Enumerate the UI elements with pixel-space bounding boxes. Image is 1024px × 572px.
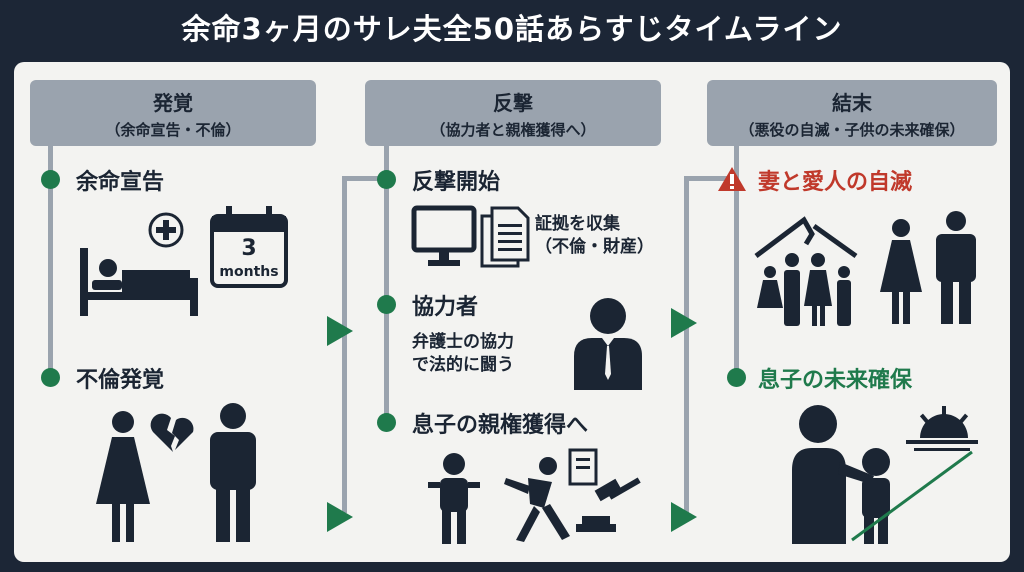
calendar-unit: months — [219, 264, 279, 280]
note-lawyer: 弁護士の協力 で法的に闘う — [412, 332, 514, 375]
section-subtitle: （悪役の自滅・子供の未来確保） — [739, 121, 965, 139]
hospital-bed-icon — [80, 248, 198, 316]
man-icon — [210, 403, 256, 542]
timeline-line — [48, 146, 53, 376]
warning-icon — [718, 167, 746, 191]
section-header-ending: 結末 （悪役の自滅・子供の未来確保） — [707, 80, 997, 146]
lawyer-icon — [574, 298, 642, 390]
father-son-sunrise-icon — [792, 405, 978, 544]
section-header-counterattack: 反撃 （協力者と親権獲得へ） — [365, 80, 661, 146]
timeline-dot — [727, 368, 746, 387]
section-title: 結末 — [832, 91, 872, 115]
calendar-icon — [210, 206, 288, 288]
event-affair-discovered: 不倫発覚 — [76, 368, 165, 393]
broken-heart-icon — [150, 413, 194, 452]
event-custody: 息子の親権獲得へ — [412, 413, 589, 438]
flow-arrow — [671, 502, 697, 532]
medical-cross-icon — [148, 212, 184, 248]
timeline-dot — [377, 295, 396, 314]
flow-arrow — [671, 308, 697, 338]
timeline-line — [734, 146, 739, 378]
event-ally: 協力者 — [412, 295, 479, 320]
struggle-figure-icon — [504, 457, 570, 542]
computer-icon — [411, 205, 477, 266]
timeline-dot — [41, 170, 60, 189]
note-evidence: 証拠を収集 （不倫・財産） — [535, 214, 654, 257]
section-title: 発覚 — [153, 91, 193, 115]
section-subtitle: （余命宣告・不倫） — [105, 121, 241, 139]
timeline-line — [384, 146, 389, 426]
section-subtitle: （協力者と親権獲得へ） — [430, 121, 596, 139]
timeline-connector — [684, 176, 732, 181]
child-icon — [428, 453, 480, 544]
calendar-number: 3 — [241, 236, 257, 261]
timeline-connector — [342, 176, 382, 181]
event-son-future: 息子の未来確保 — [758, 368, 913, 393]
section-header-discovery: 発覚 （余命宣告・不倫） — [30, 80, 316, 146]
flow-arrow — [327, 502, 353, 532]
woman-icon — [96, 411, 150, 542]
section-title: 反撃 — [493, 91, 533, 115]
flow-arrow — [327, 316, 353, 346]
page-title: 余命3ヶ月のサレ夫全50話あらすじタイムライン — [181, 12, 843, 46]
man-icon — [936, 211, 976, 324]
timeline-dot — [41, 368, 60, 387]
documents-icon — [480, 206, 530, 268]
gavel-icon — [568, 448, 641, 532]
event-counterattack-start: 反撃開始 — [412, 170, 501, 195]
event-life-expectancy: 余命宣告 — [76, 170, 165, 195]
timeline-connector — [684, 178, 689, 513]
timeline-dot — [377, 170, 396, 189]
woman-icon — [880, 219, 922, 324]
broken-family-icon — [754, 216, 858, 326]
event-self-destruction: 妻と愛人の自滅 — [758, 170, 913, 195]
timeline-dot — [377, 413, 396, 432]
